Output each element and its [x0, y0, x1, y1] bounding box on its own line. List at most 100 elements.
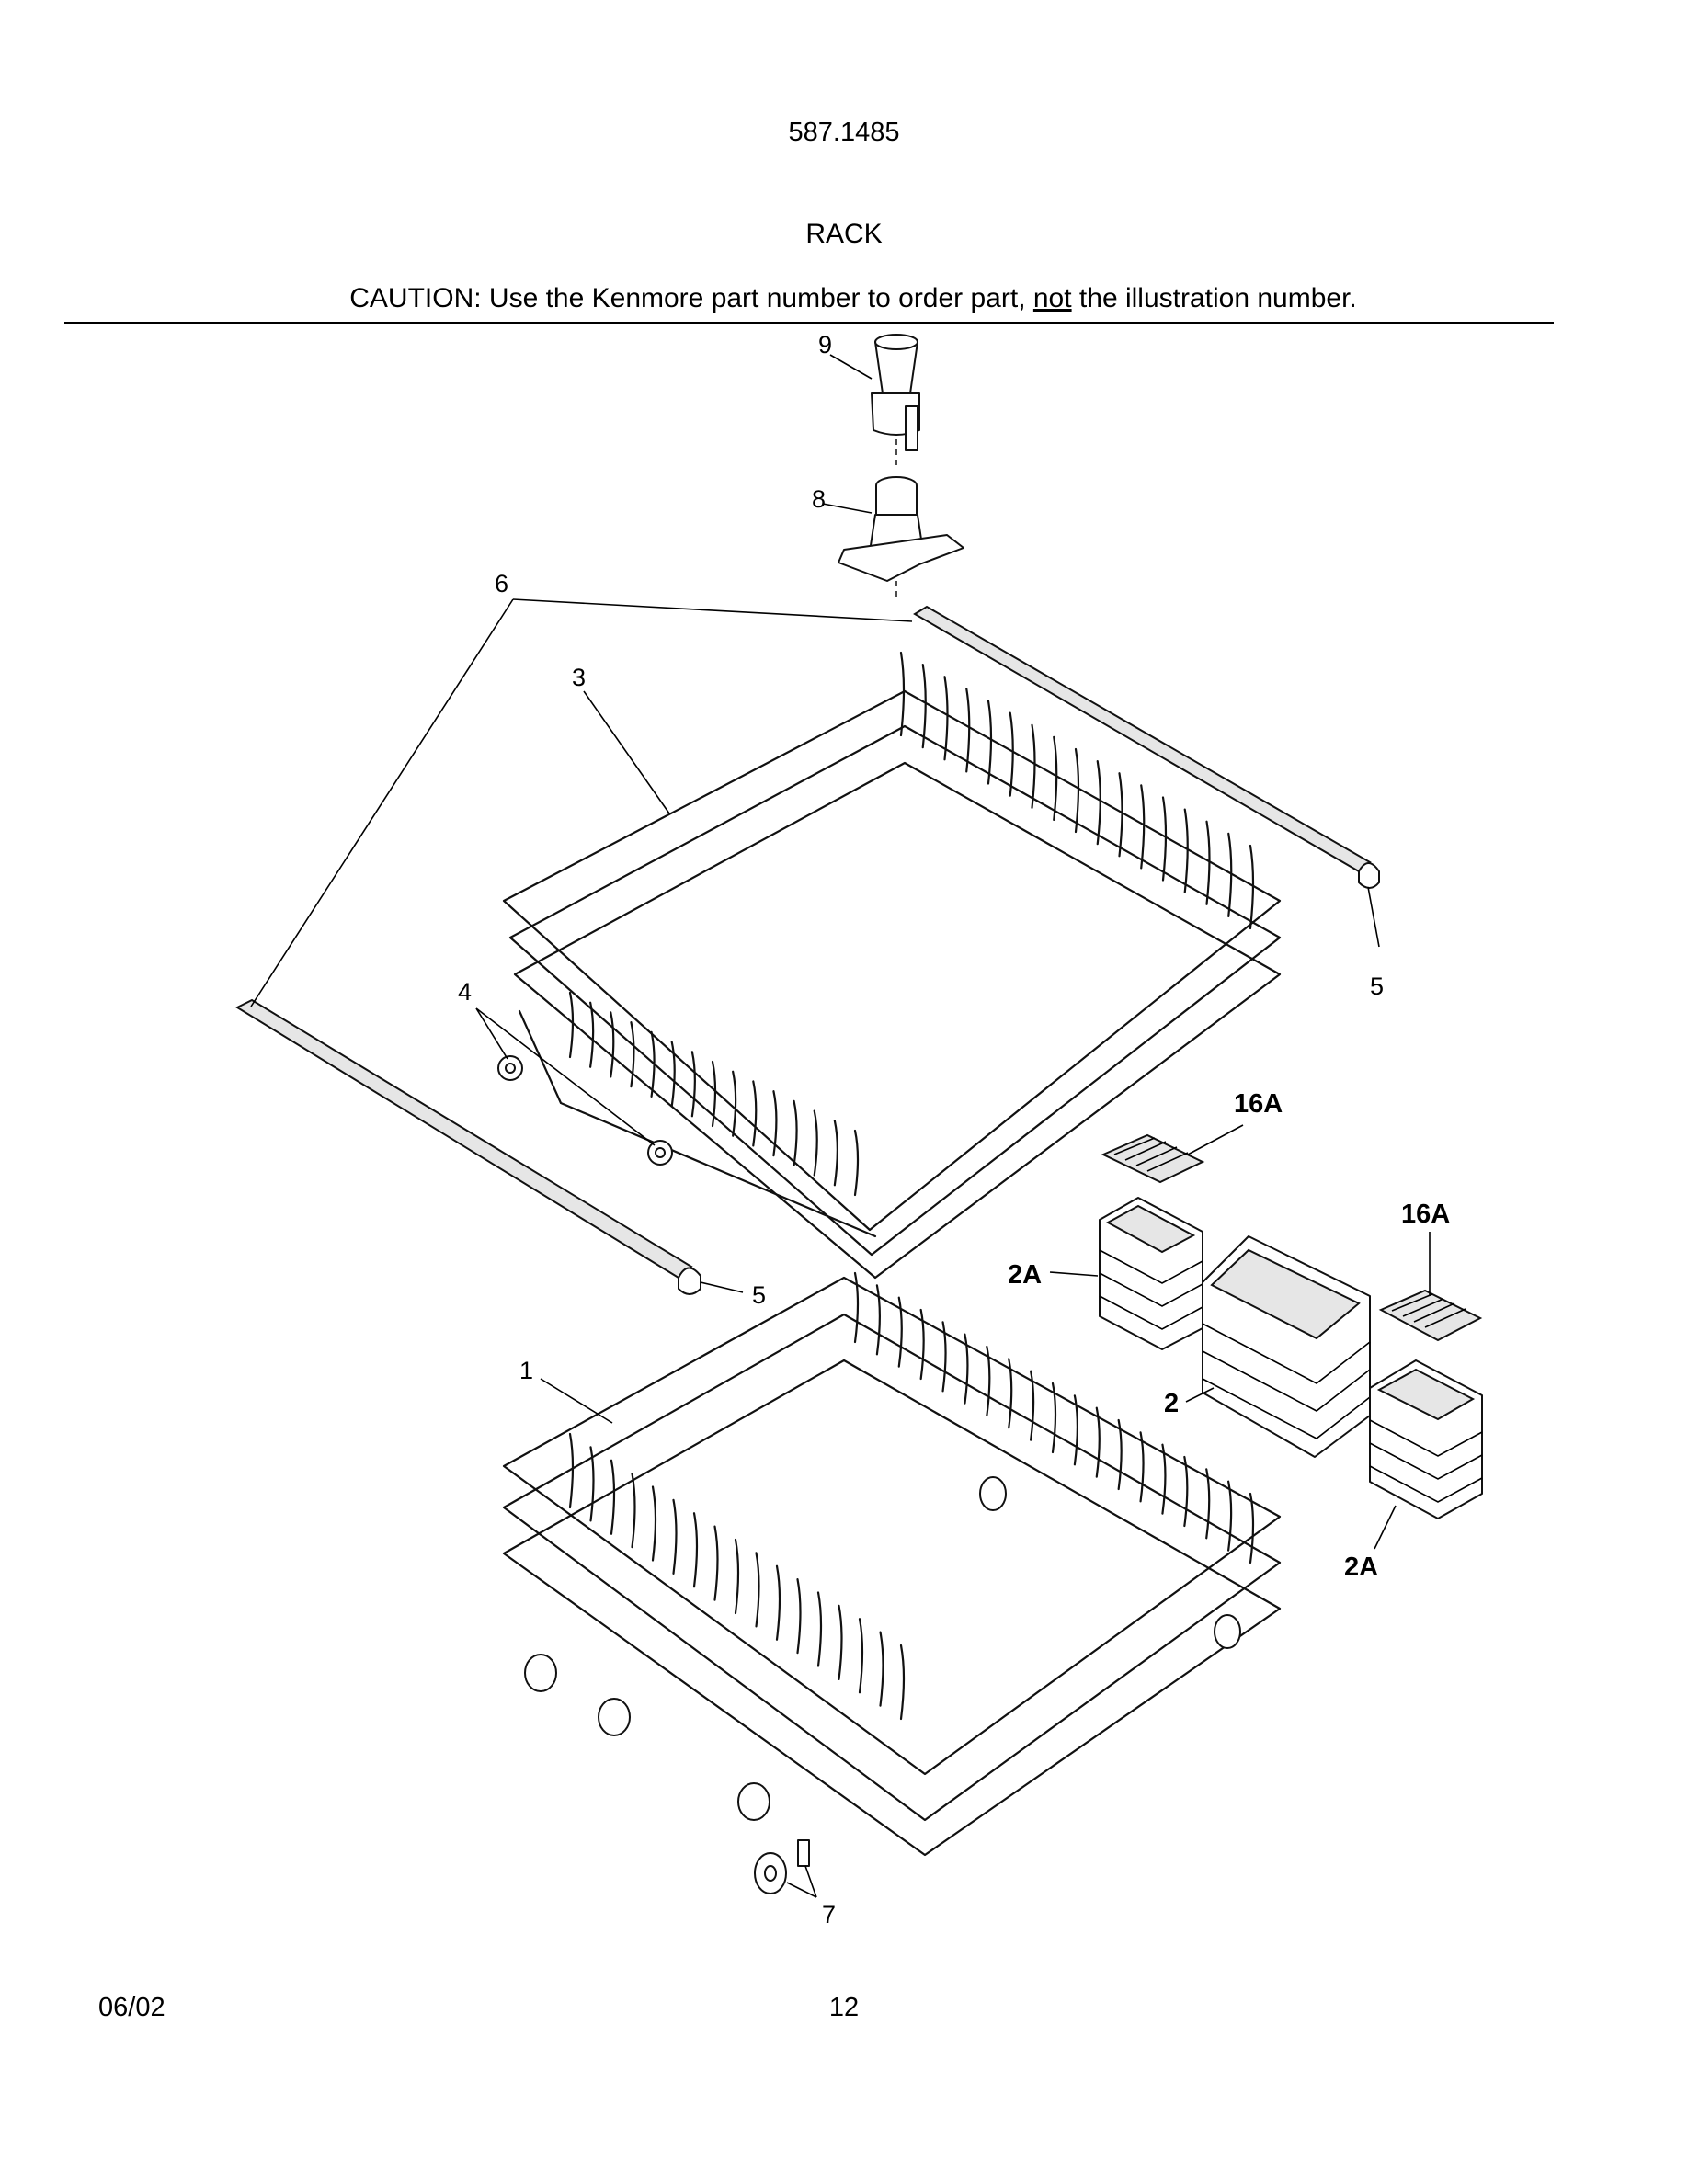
callout-2A-right: 2A: [1344, 1553, 1378, 1582]
rack-tine: [651, 1485, 657, 1562]
part-9-spray-nozzle: [871, 334, 920, 469]
rack-tine: [568, 991, 575, 1059]
model-number: 587.1485: [788, 118, 900, 147]
rack-tine: [568, 1432, 575, 1509]
part-1-lower-rack: [502, 1271, 1282, 1857]
rack-tine: [1140, 784, 1146, 870]
rack-tine: [1205, 820, 1211, 905]
rack-tine: [1030, 1370, 1035, 1441]
rack-tine: [853, 1129, 860, 1197]
rack-tine: [713, 1525, 719, 1601]
rack-tine: [589, 1001, 595, 1068]
rack-tine: [1008, 1358, 1013, 1429]
rack-tine: [1161, 796, 1168, 882]
rack-tine: [692, 1512, 699, 1588]
rack-tine: [875, 1284, 881, 1356]
rack-tine: [1053, 735, 1058, 821]
part-6-rail-right: [913, 605, 1380, 889]
rack-tine: [772, 1090, 778, 1157]
rack-tine: [943, 676, 949, 761]
rack-tine: [793, 1099, 798, 1166]
rack-tine: [813, 1109, 818, 1177]
rack-tine: [1249, 844, 1255, 930]
caution-emphasis: not: [1032, 283, 1072, 313]
part-4-rack-clips: [497, 1055, 673, 1166]
part-2A-basket-right: [1369, 1359, 1483, 1519]
callout-8: 8: [812, 485, 826, 513]
rack-tine: [734, 1538, 740, 1615]
callout-1: 1: [519, 1357, 533, 1384]
part-2-silverware-basket: [1202, 1235, 1371, 1458]
part-8-manifold: [838, 476, 964, 599]
rack-tine: [1249, 1492, 1255, 1564]
rack-tine: [965, 688, 971, 773]
rack-tine: [964, 1333, 969, 1405]
callout-16A-upper: 16A: [1234, 1089, 1283, 1119]
callout-leader-lines: [250, 354, 1431, 1898]
rack-tine: [987, 700, 993, 785]
rack-tine: [941, 1321, 947, 1393]
callout-2: 2: [1164, 1389, 1179, 1418]
rack-tine: [853, 1271, 860, 1344]
rack-tine: [1183, 1455, 1189, 1528]
rack-tine: [630, 1021, 635, 1088]
rack-tine: [1117, 1418, 1123, 1491]
callout-16A-lower: 16A: [1401, 1200, 1450, 1229]
rack-tine: [1074, 747, 1080, 834]
rack-tine: [775, 1564, 781, 1641]
caution-notice: CAUTION: Use the Kenmore part number to …: [0, 283, 1688, 314]
rack-tine: [1009, 711, 1014, 797]
rack-tine: [833, 1120, 838, 1187]
callout-6: 6: [495, 570, 508, 597]
rack-tine: [1118, 772, 1123, 858]
rack-tine: [1031, 723, 1036, 809]
rack-tine: [711, 1060, 717, 1128]
rack-tine: [610, 1011, 615, 1078]
rack-tine: [670, 1041, 676, 1108]
rack-tine: [816, 1591, 823, 1667]
rack-tine: [1227, 1480, 1233, 1552]
rack-tine: [1073, 1394, 1078, 1466]
rack-tine: [858, 1618, 864, 1694]
rack-tine: [1051, 1382, 1057, 1454]
rack-tine: [1096, 760, 1101, 846]
part-6-rail-left: [234, 998, 701, 1295]
callout-9: 9: [818, 331, 832, 358]
part-7-wheel-assembly: [754, 1839, 810, 1894]
rack-tine: [610, 1459, 616, 1535]
rack-tine: [919, 1308, 925, 1381]
rack-tine: [690, 1051, 696, 1118]
rack-tine: [1161, 1443, 1167, 1515]
rack-tine: [838, 1604, 843, 1680]
rack-tine: [752, 1080, 758, 1147]
rack-tine: [650, 1030, 656, 1098]
rack-tine: [796, 1578, 802, 1655]
section-title: RACK: [805, 219, 883, 249]
part-2A-basket-left: [1099, 1197, 1203, 1350]
rack-tine: [755, 1552, 760, 1628]
callout-4: 4: [458, 978, 472, 1006]
rack-tine: [1139, 1431, 1145, 1503]
page-number: 12: [828, 1993, 860, 2022]
rack-tine: [899, 1644, 906, 1721]
rack-tine: [986, 1345, 991, 1417]
revision-date: 06/02: [98, 1993, 165, 2022]
callout-5-top: 5: [1370, 973, 1384, 1000]
part-16A-basket-lid-lower: [1378, 1289, 1483, 1342]
rack-tine: [672, 1498, 678, 1575]
part-3-upper-rack: [502, 651, 1282, 1280]
rack-tine: [631, 1473, 636, 1549]
rack-tine: [1227, 832, 1233, 917]
caution-suffix: the illustration number.: [1071, 283, 1357, 313]
rack-tine: [897, 1296, 903, 1368]
caution-prefix: CAUTION: Use the Kenmore part number to …: [349, 283, 1033, 313]
callout-3: 3: [572, 664, 586, 691]
rack-tine: [1205, 1468, 1211, 1540]
rack-tine: [1183, 808, 1189, 893]
part-16A-basket-lid-upper: [1101, 1133, 1205, 1184]
rack-tine: [732, 1070, 737, 1137]
rack-tine: [1095, 1406, 1101, 1478]
rack-tine: [589, 1446, 595, 1522]
rack-tine: [879, 1631, 884, 1707]
